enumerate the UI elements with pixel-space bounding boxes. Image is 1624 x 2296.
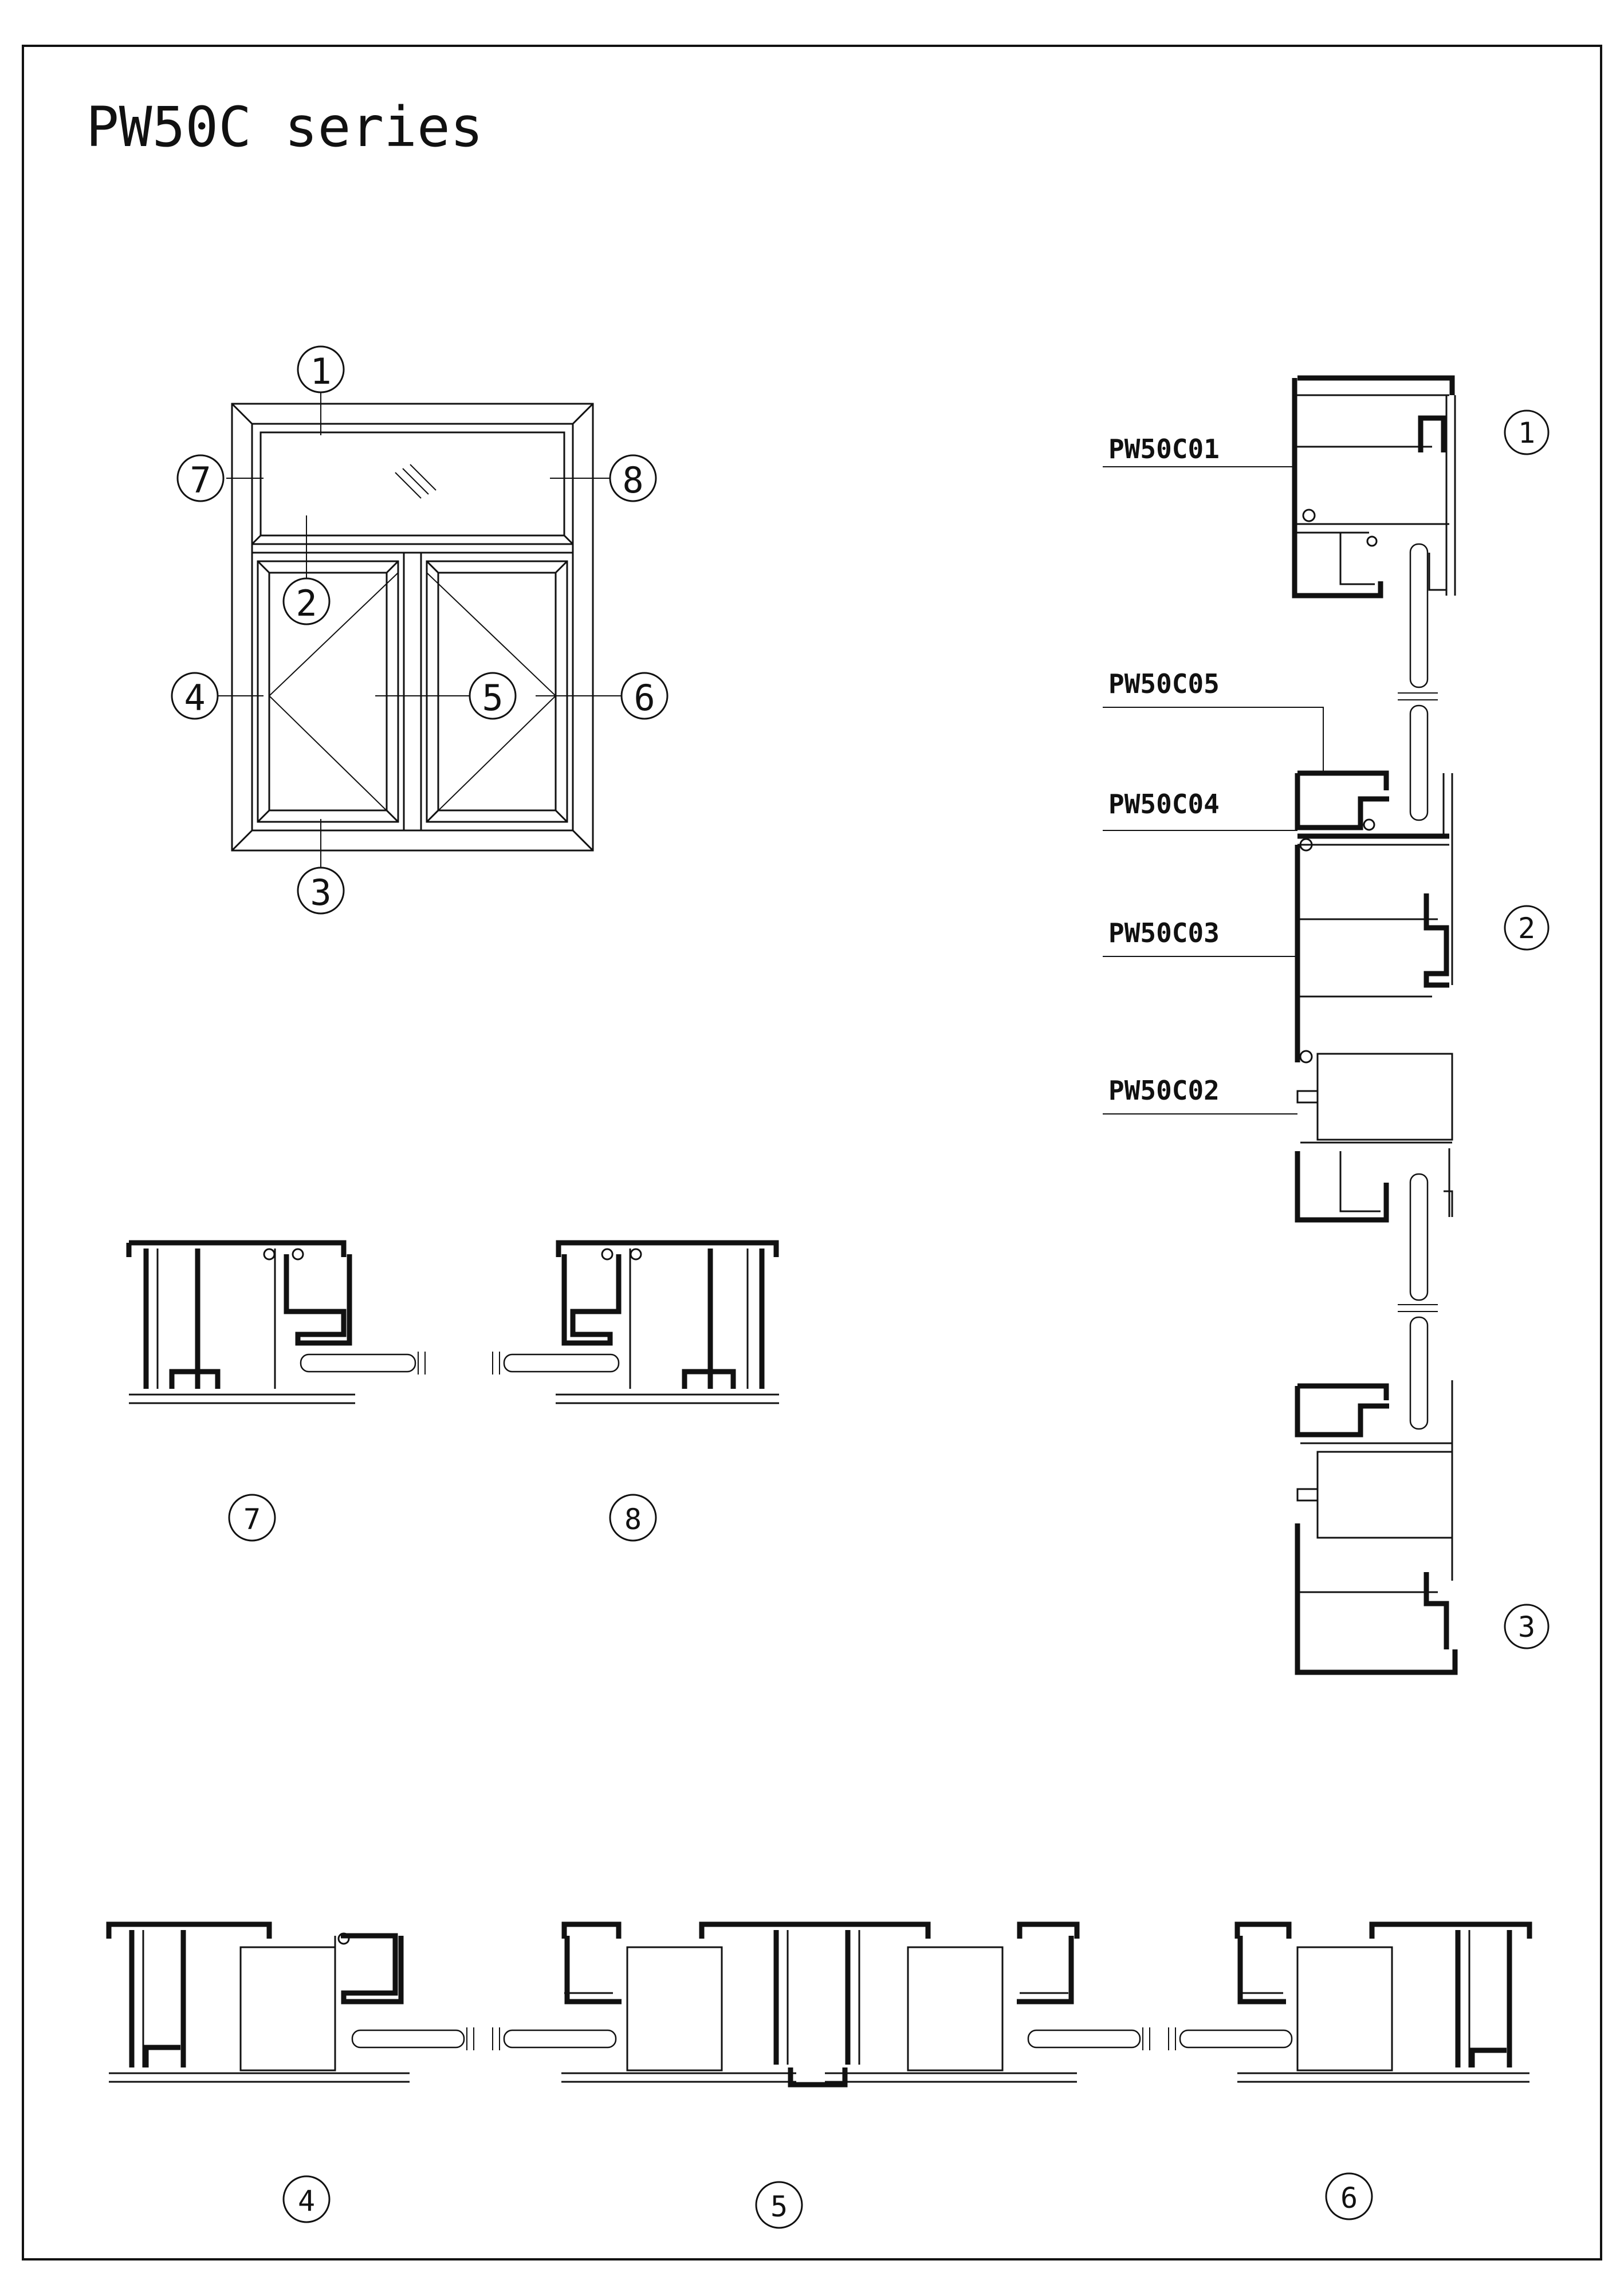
svg-text:1: 1 bbox=[310, 350, 331, 392]
callout-2: 2 bbox=[282, 577, 331, 625]
glass-pane-top bbox=[1409, 543, 1429, 688]
callout-7: 7 bbox=[176, 454, 225, 502]
svg-text:3: 3 bbox=[1518, 1610, 1535, 1644]
svg-text:PW50C03: PW50C03 bbox=[1108, 917, 1220, 948]
sheet-border bbox=[22, 45, 1602, 2260]
svg-text:6: 6 bbox=[634, 677, 655, 719]
svg-text:7: 7 bbox=[190, 459, 211, 501]
svg-text:1: 1 bbox=[1518, 416, 1535, 450]
section-4: 4 bbox=[106, 1921, 474, 2223]
profile-pw50c01 bbox=[1292, 375, 1456, 598]
drawing-title: PW50C series bbox=[86, 95, 483, 159]
section-8-label: 8 bbox=[624, 1503, 642, 1536]
section-5: 5 bbox=[492, 1921, 1150, 2229]
profile-pw50c02 bbox=[1295, 1053, 1453, 1223]
glass-pane-middle bbox=[1409, 1173, 1429, 1301]
section-5-label: 5 bbox=[770, 2190, 788, 2223]
left-sash bbox=[257, 560, 399, 823]
section-8: 8 bbox=[492, 1240, 779, 1542]
profile-pw50c04 bbox=[1297, 773, 1453, 985]
svg-text:8: 8 bbox=[622, 459, 643, 501]
callout-4: 4 bbox=[171, 672, 219, 720]
profile-pw50c03 bbox=[1295, 845, 1449, 1064]
bottom-frame-section bbox=[1295, 1380, 1458, 1675]
inner-frame bbox=[251, 423, 574, 832]
section-7: 7 bbox=[126, 1240, 426, 1542]
label-pw50c01: PW50C01 bbox=[1103, 434, 1295, 467]
transom-glass bbox=[259, 431, 565, 537]
svg-text:3: 3 bbox=[310, 872, 331, 913]
label-pw50c02: PW50C02 bbox=[1103, 1075, 1297, 1114]
section-marker-2: 2 bbox=[1504, 905, 1550, 951]
label-pw50c03: PW50C03 bbox=[1103, 917, 1297, 957]
callout-6: 6 bbox=[620, 672, 669, 720]
profile-pw50c05 bbox=[1295, 770, 1389, 831]
section-marker-1: 1 bbox=[1504, 409, 1550, 455]
outer-frame bbox=[231, 403, 594, 852]
svg-text:4: 4 bbox=[184, 677, 205, 719]
section-6: 6 bbox=[1168, 1921, 1532, 2220]
label-pw50c05: PW50C05 bbox=[1103, 668, 1324, 773]
vertical-section: PW50C01 PW50C05 PW50C04 PW50C03 PW50C02 … bbox=[1103, 375, 1550, 1675]
svg-text:2: 2 bbox=[296, 582, 317, 624]
section-6-label: 6 bbox=[1340, 2181, 1358, 2215]
callout-5: 5 bbox=[469, 672, 517, 720]
svg-text:5: 5 bbox=[482, 677, 503, 719]
svg-text:PW50C02: PW50C02 bbox=[1108, 1075, 1220, 1106]
svg-text:PW50C01: PW50C01 bbox=[1108, 434, 1220, 464]
callout-1: 1 bbox=[297, 345, 345, 393]
callout-3: 3 bbox=[297, 867, 345, 915]
section-7-label: 7 bbox=[243, 1503, 261, 1536]
section-marker-3: 3 bbox=[1504, 1604, 1550, 1649]
callout-8: 8 bbox=[609, 454, 657, 502]
right-sash bbox=[426, 560, 568, 823]
label-pw50c04: PW50C04 bbox=[1103, 789, 1297, 831]
section-4-label: 4 bbox=[298, 2184, 315, 2218]
window-elevation: 1 7 8 2 4 5 6 3 bbox=[171, 345, 669, 915]
svg-text:PW50C04: PW50C04 bbox=[1108, 789, 1220, 820]
svg-text:PW50C05: PW50C05 bbox=[1108, 668, 1220, 699]
svg-text:2: 2 bbox=[1518, 912, 1535, 945]
